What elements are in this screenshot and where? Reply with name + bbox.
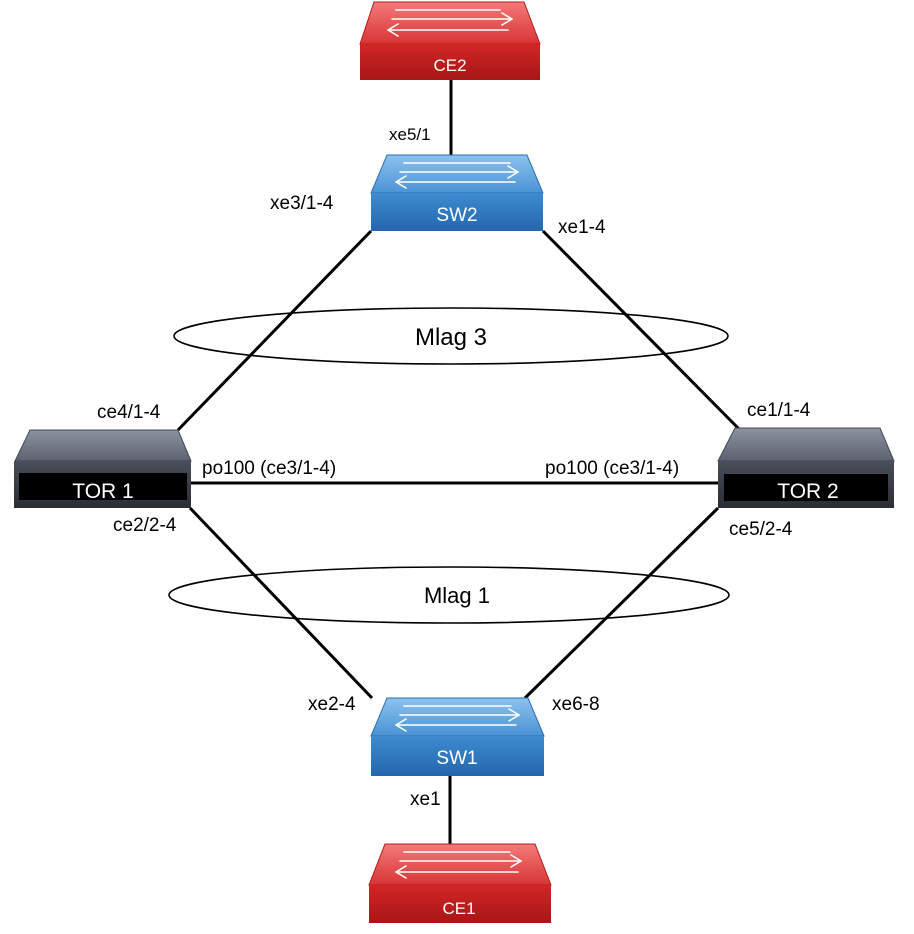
mlag-3-ring [173, 307, 729, 365]
tor1-label: TOR 1 [72, 480, 133, 503]
mlag-1-ring [168, 566, 730, 624]
switch-icon [370, 154, 544, 231]
switch-icon [370, 697, 545, 776]
tor1-device[interactable]: TOR 1 [14, 429, 192, 508]
tor2-label: TOR 2 [777, 480, 838, 503]
sw1-device[interactable]: SW1 [370, 697, 545, 776]
links [176, 80, 742, 845]
tor-switch-icon [717, 427, 895, 508]
tor2-device[interactable]: TOR 2 [717, 427, 895, 508]
tor-switch-icon [14, 429, 192, 508]
port-label-sw1-to-tor2: xe6-8 [552, 694, 600, 715]
sw2-label: SW2 [436, 205, 477, 226]
port-label-sw2-to-ce2: xe5/1 [389, 125, 431, 144]
link-sw2-tor2 [541, 229, 742, 432]
port-label-tor1-peer: po100 (ce3/1-4) [202, 458, 336, 479]
ce1-label: CE1 [442, 899, 475, 918]
port-label-sw2-to-tor1: xe3/1-4 [270, 193, 334, 214]
sw1-label: SW1 [436, 748, 477, 769]
port-label-tor2-to-sw2: ce1/1-4 [747, 400, 811, 421]
port-label-tor1-to-sw1: ce2/2-4 [113, 515, 177, 536]
link-tor2-sw1 [523, 506, 720, 700]
link-sw2-tor1 [176, 229, 373, 432]
mlag-3-label: Mlag 3 [415, 324, 487, 351]
link-tor1-sw1 [188, 506, 374, 700]
port-label-tor2-to-sw1: ce5/2-4 [729, 519, 793, 540]
port-label-sw1-to-ce1: xe1 [410, 789, 441, 810]
router-icon [368, 843, 552, 923]
port-label-tor2-peer: po100 (ce3/1-4) [545, 458, 679, 479]
port-label-tor1-to-sw2: ce4/1-4 [97, 402, 161, 423]
port-label-sw2-to-tor2: xe1-4 [558, 217, 606, 238]
ce1-device[interactable]: CE1 [368, 843, 552, 923]
ce2-label: CE2 [433, 56, 466, 75]
port-label-sw1-to-tor1: xe2-4 [308, 694, 356, 715]
sw2-device[interactable]: SW2 [370, 154, 544, 231]
ce2-device[interactable]: CE2 [359, 1, 541, 80]
router-icon [359, 1, 541, 80]
mlag-1-label: Mlag 1 [424, 583, 490, 608]
